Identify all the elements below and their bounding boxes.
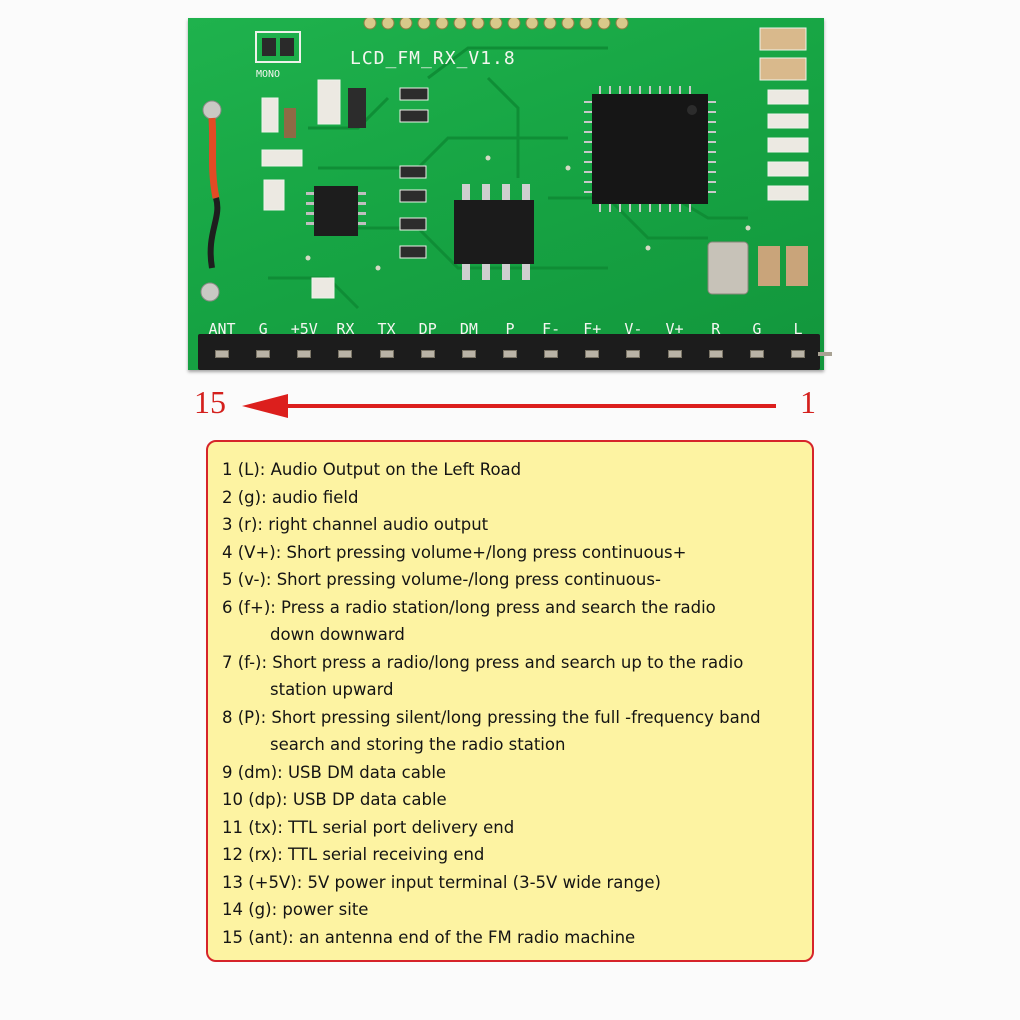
header-pin — [503, 350, 517, 358]
pin-label: G — [258, 320, 268, 338]
pin-label: ANT — [208, 320, 236, 338]
pin-label: R — [711, 320, 721, 338]
header-pin — [791, 350, 805, 358]
pin-label: F+ — [583, 320, 602, 338]
pin-description: 4 (V+): Short pressing volume+/long pres… — [222, 542, 687, 562]
pin-description: 10 (dp): USB DP data cable — [222, 790, 447, 809]
board-title: LCD_FM_RX_V1.8 — [350, 48, 516, 69]
pin-order-arrow — [242, 394, 776, 418]
pin-label: +5V — [290, 320, 318, 338]
header-pin — [297, 350, 312, 358]
pin-description: 5 (v-): Short pressing volume-/long pres… — [222, 570, 661, 589]
pin-description: 3 (r): right channel audio output — [222, 515, 489, 534]
header-pin — [708, 350, 723, 358]
pin-description: 11 (tx): TTL serial port delivery end — [222, 817, 515, 837]
pin-label: G — [752, 320, 762, 338]
pin-label: TX — [377, 320, 396, 338]
pin-number-end: 1 — [800, 384, 816, 420]
vias — [305, 155, 751, 271]
pin-description-list: 1 (L): Audio Output on the Left Road 2 (g… — [222, 456, 812, 951]
antenna-wire — [200, 100, 222, 302]
header-pin — [749, 350, 764, 358]
pin-description: 2 (g): audio field — [222, 487, 359, 507]
header-pin — [585, 350, 600, 358]
crystal-oscillator — [707, 241, 749, 295]
header-pin — [338, 350, 353, 358]
board-artwork — [200, 18, 809, 310]
pin-description: 6 (f+): Press a radio station/long press… — [222, 597, 716, 617]
pin-description-continued: station upward — [270, 680, 394, 699]
header-pin-tail — [818, 352, 832, 356]
pin-description: 8 (P): Short pressing silent/long pressi… — [222, 707, 761, 727]
header-pin — [544, 350, 559, 358]
pin-description: 15 (ant): an antenna end of the FM radio… — [222, 927, 636, 947]
pin-description: 13 (+5V): 5V power input terminal (3-5V … — [222, 872, 661, 892]
top-edge-pads — [363, 18, 629, 30]
pin-number-start: 15 — [194, 384, 226, 420]
header-pin — [461, 350, 476, 358]
pin-description: 14 (g): power site — [222, 900, 369, 919]
arrow-head — [242, 394, 288, 418]
header-pin — [667, 350, 682, 358]
header-pin — [626, 350, 641, 358]
pin-label: V+ — [665, 320, 684, 338]
pin-description: 12 (rx): TTL serial receiving end — [222, 845, 485, 864]
fm-receiver-board: LCD_FM_RX_V1.8 MONO ANT G +5V RX TX DP DM P F- F+… — [188, 18, 824, 370]
pin-description: 1 (L): Audio Output on the Left Road — [222, 460, 522, 479]
passive-components — [261, 27, 809, 299]
pin-label: P — [505, 320, 515, 338]
mono-label: MONO — [256, 69, 281, 80]
header-pin — [420, 350, 435, 358]
header-pin — [379, 350, 394, 358]
pin-label: DP — [418, 320, 437, 338]
header-pin — [215, 350, 229, 358]
pin-label: DM — [459, 320, 478, 338]
pin-description-continued: down downward — [270, 625, 405, 644]
pin-description-continued: search and storing the radio station — [270, 735, 566, 754]
pin-description-box: 1 (L): Audio Output on the Left Road 2 (g… — [206, 440, 814, 962]
pin-label: RX — [336, 320, 355, 338]
header-pin — [256, 350, 271, 358]
pin-label: V- — [624, 320, 643, 338]
pin-label: F- — [542, 320, 561, 338]
pin-label: L — [793, 320, 803, 338]
pin-description: 9 (dm): USB DM data cable — [222, 762, 447, 782]
pin-description: 7 (f-): Short press a radio/long press a… — [222, 652, 744, 672]
mono-jumper-outline — [255, 31, 301, 63]
integrated-circuits — [306, 86, 716, 280]
